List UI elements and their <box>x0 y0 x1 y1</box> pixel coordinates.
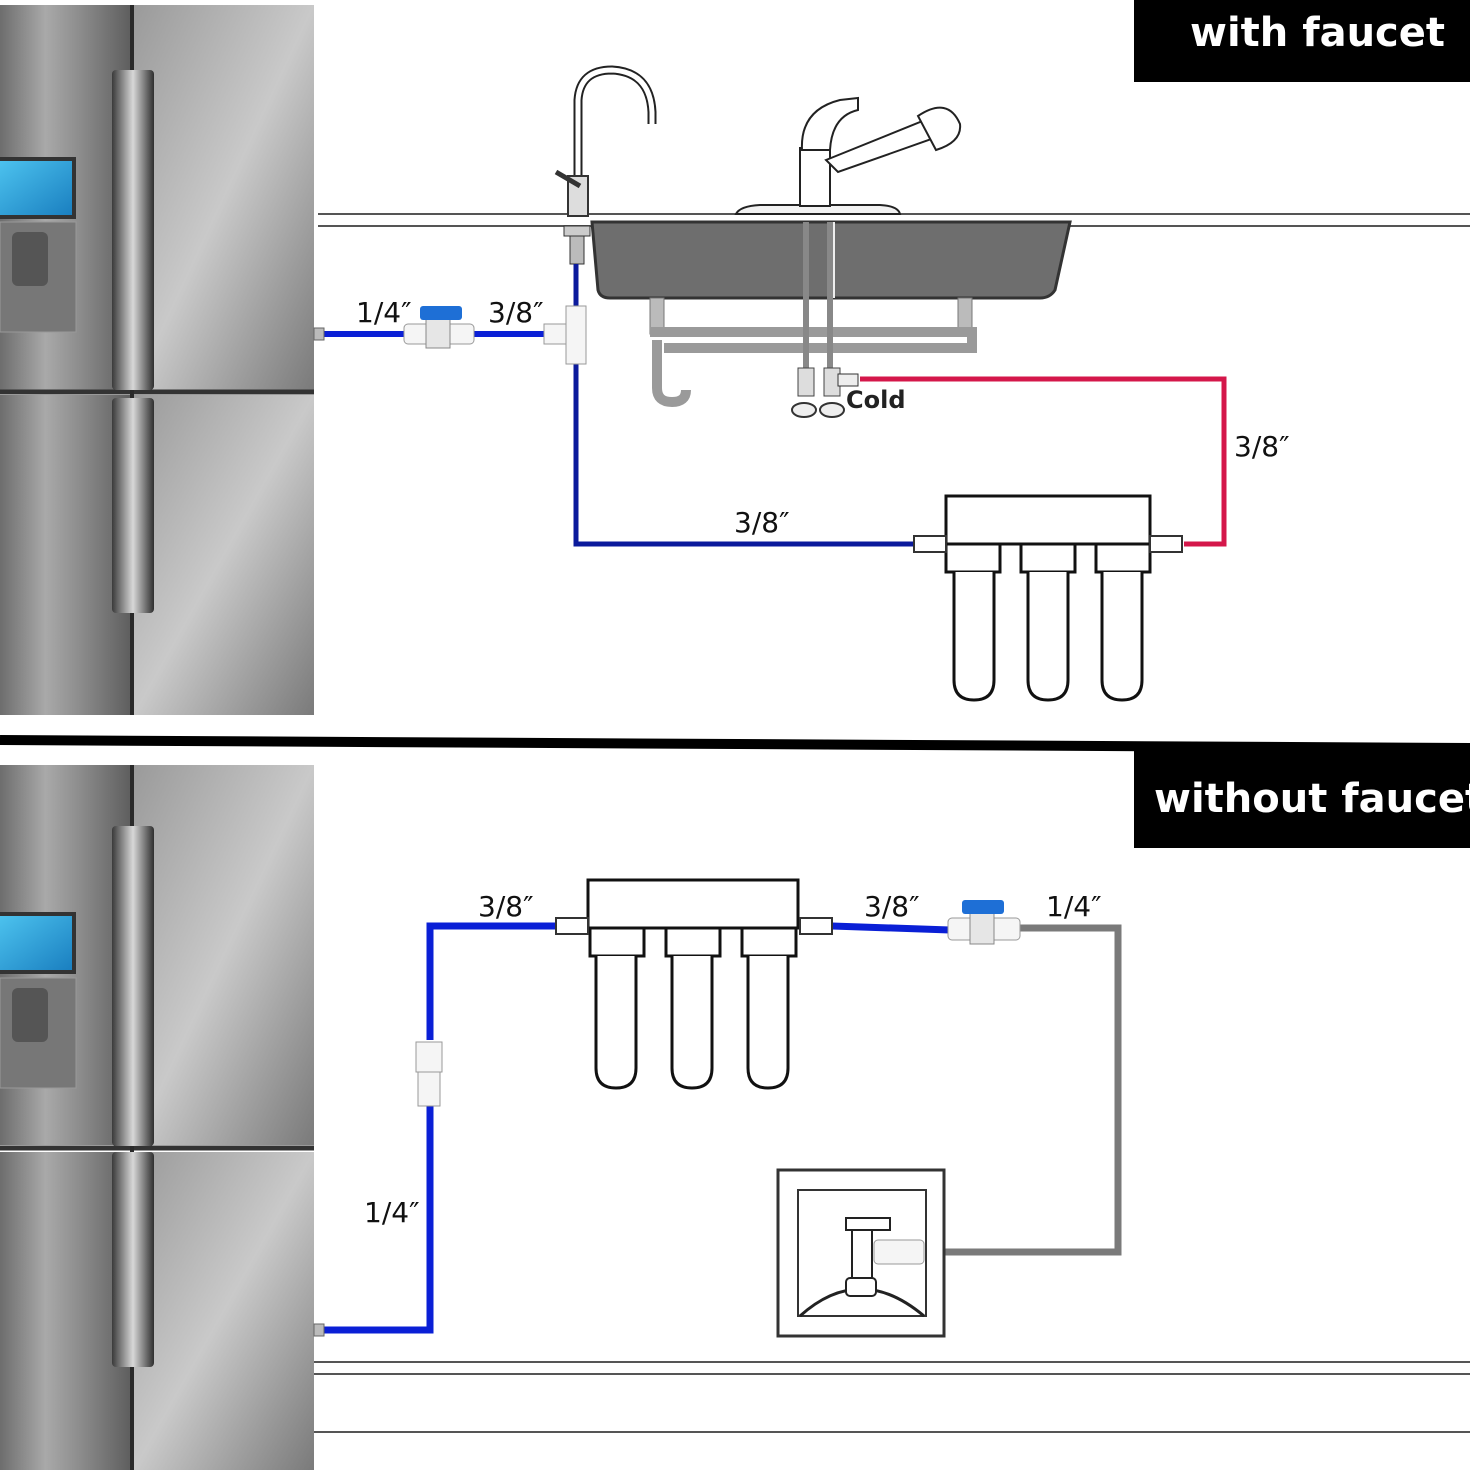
drinking-faucet-icon <box>554 65 657 265</box>
floor-lines <box>314 1361 1470 1433</box>
ice-dispenser-bottom <box>0 977 77 1089</box>
reducer-fitting <box>415 1041 443 1107</box>
label-three-eighths-red: 3/8″ <box>1234 430 1290 463</box>
fridge-inlet-connector-bottom <box>313 1323 325 1337</box>
fridge-bottom <box>0 765 314 1470</box>
filter-system-bottom <box>555 878 833 1090</box>
panel-title-without-faucet: without faucet <box>1134 750 1470 848</box>
panel-divider <box>0 735 1470 753</box>
label-quarter-inch-gray: 1/4″ <box>1046 890 1102 923</box>
fridge-inlet-connector-top <box>313 327 325 341</box>
cold-label: Cold <box>846 386 906 414</box>
pipes-bottom <box>322 922 1122 1334</box>
filter-system-top <box>913 494 1183 702</box>
label-three-eighths-filter-outlet-bottom: 3/8″ <box>864 890 920 923</box>
fridge-display-bottom <box>0 912 76 974</box>
ice-dispenser-top <box>0 221 77 333</box>
shutoff-valve-top <box>403 306 475 349</box>
tee-fitting-top <box>543 305 587 365</box>
fridge-top <box>0 5 314 715</box>
angle-stop-valves <box>791 367 859 418</box>
kitchen-faucet-icon <box>734 96 962 368</box>
label-quarter-inch-top: 1/4″ <box>356 296 412 329</box>
pipes-top <box>322 264 1227 547</box>
label-three-eighths-filter-inlet-top: 3/8″ <box>734 506 790 539</box>
wall-water-supply-box <box>776 1168 946 1338</box>
label-three-eighths-tee: 3/8″ <box>488 296 544 329</box>
label-three-eighths-filter-inlet-bottom: 3/8″ <box>478 890 534 923</box>
fridge-display-top <box>0 157 76 219</box>
label-quarter-inch-blue-vertical: 1/4″ <box>364 1196 420 1229</box>
shutoff-valve-bottom <box>947 900 1021 945</box>
panel-title-with-faucet: with faucet <box>1134 0 1470 82</box>
